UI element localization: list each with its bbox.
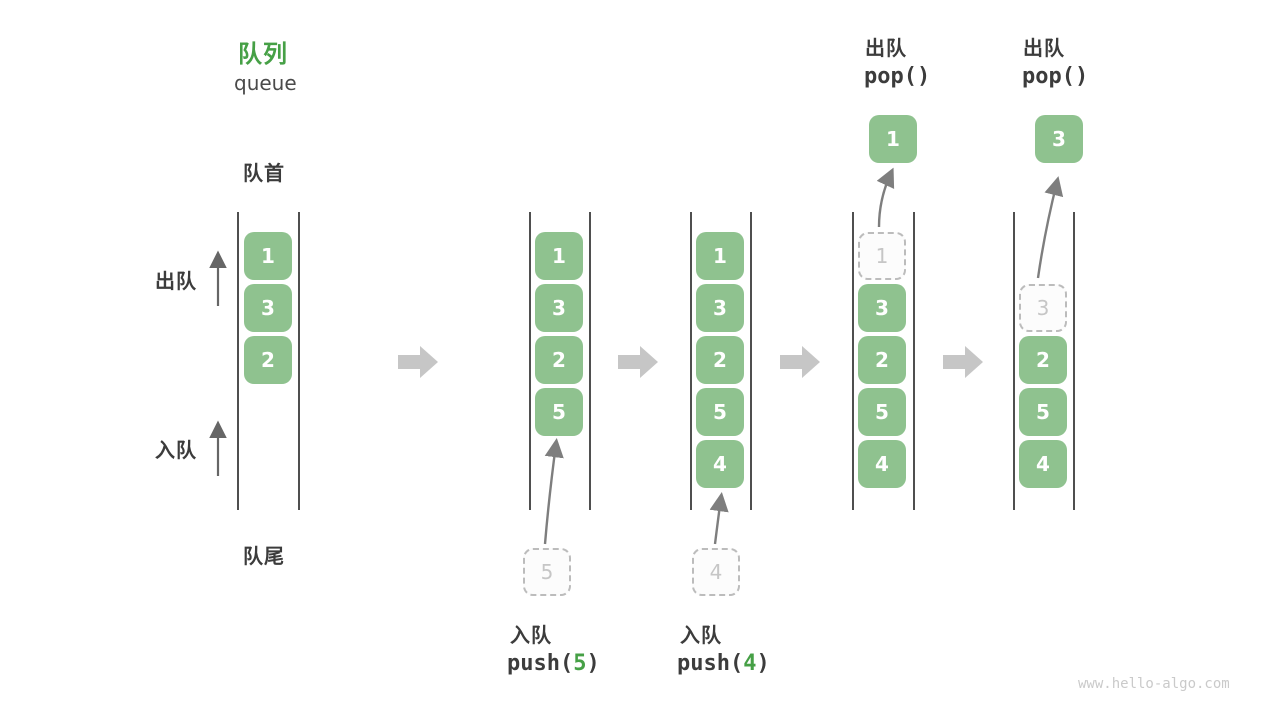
incoming-ghost-cell: 4 [692,548,740,596]
queue-cell: 3 [696,284,744,332]
queue-cell: 4 [858,440,906,488]
queue-cell: 2 [696,336,744,384]
queue-cell: 1 [535,232,583,280]
queue-rear-label: 队尾 [243,544,285,568]
push-arg: 5 [573,651,587,676]
push-arg: 4 [743,651,757,676]
queue-cell: 1 [244,232,292,280]
rail-state5-left [1013,212,1015,510]
push-arrow-icon [709,492,729,545]
page-subtitle: queue [234,71,297,95]
push-label-code: push(4) [677,651,770,676]
queue-cell: 2 [858,336,906,384]
queue-cell: 4 [1019,440,1067,488]
watermark: www.hello-algo.com [1078,676,1230,692]
pop-arrow-icon [876,167,895,228]
push-label-zh: 入队 [680,623,722,647]
incoming-ghost-cell: 5 [523,548,571,596]
queue-cell: 3 [858,284,906,332]
queue-cell: 2 [244,336,292,384]
flow-arrow-icon [398,346,438,378]
queue-cell: 2 [1019,336,1067,384]
popped-cell: 3 [1035,115,1083,163]
pop-label-code: pop() [1022,64,1089,89]
enqueue-direction-label: 入队 [155,438,197,462]
push-arrow-icon [543,438,564,545]
pop-arrow-icon [1036,176,1064,279]
flow-arrow-icon [943,346,983,378]
push-fn-close: ) [586,651,600,676]
flow-arrow-icon [780,346,820,378]
queue-cell: 5 [535,388,583,436]
queue-cell: 4 [696,440,744,488]
pop-label-zh: 出队 [865,36,907,60]
queue-cell: 3 [244,284,292,332]
rail-state2-right [589,212,591,510]
pop-label-zh: 出队 [1023,36,1065,60]
rail-state1-left [237,212,239,510]
rail-state2-left [529,212,531,510]
queue-cell: 5 [858,388,906,436]
popped-cell: 1 [869,115,917,163]
page-title: 队列 [238,40,288,68]
rail-state1-right [298,212,300,510]
push-label-code: push(5) [507,651,600,676]
push-fn-close: ) [756,651,770,676]
queue-cell: 5 [696,388,744,436]
push-label-zh: 入队 [510,623,552,647]
rail-state4-left [852,212,854,510]
removed-ghost-cell: 1 [858,232,906,280]
flow-arrow-icon [618,346,658,378]
queue-cell: 1 [696,232,744,280]
queue-cell: 2 [535,336,583,384]
queue-cell: 3 [535,284,583,332]
rail-state5-right [1073,212,1075,510]
queue-cell: 5 [1019,388,1067,436]
rail-state3-right [750,212,752,510]
rail-state3-left [690,212,692,510]
push-fn-open: push( [507,651,574,676]
rail-state4-right [913,212,915,510]
pop-label-code: pop() [864,64,931,89]
queue-front-label: 队首 [243,161,285,185]
push-fn-open: push( [677,651,744,676]
removed-ghost-cell: 3 [1019,284,1067,332]
dequeue-direction-label: 出队 [155,269,197,293]
